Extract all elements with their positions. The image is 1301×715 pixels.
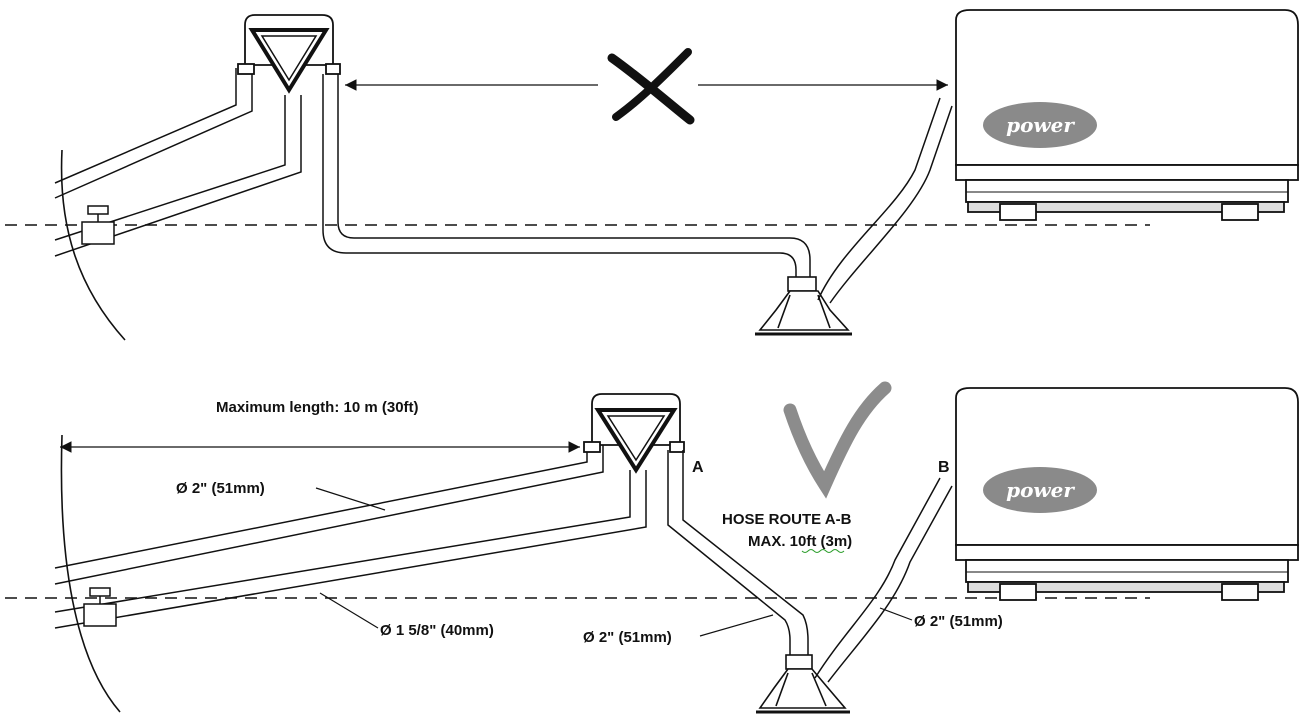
separator-bottom (583, 393, 685, 474)
svg-text:power: power (1006, 113, 1075, 137)
dim-hose-b-leader (879, 607, 913, 621)
point-a-label: A (692, 459, 704, 476)
hose-route-b (814, 477, 953, 683)
waterlock-bottom (756, 654, 850, 714)
svg-text:power: power (1006, 478, 1075, 502)
waterlock-top (755, 276, 852, 336)
dim-hose-a-label: Ø 2" (51mm) (583, 629, 672, 646)
exhaust-hose-bottom (54, 442, 647, 629)
dim-lower-leader (319, 592, 379, 629)
seacock-valve-bottom (83, 587, 117, 627)
dim-upper-hose-label: Ø 2" (51mm) (176, 480, 265, 497)
top-diagram: power (5, 9, 1299, 341)
not-allowed-mark (607, 48, 695, 125)
spell-underline (801, 549, 845, 553)
hose-route-label: HOSE ROUTE A-B (722, 511, 852, 528)
hull-bottom (60, 434, 121, 713)
dim-upper-leader (315, 487, 386, 511)
separator-top (237, 14, 341, 94)
bottom-diagram: Maximum length: 10 m (30ft) (5, 381, 1299, 714)
seacock-valve-top (81, 205, 115, 245)
exhaust-hose-top (54, 68, 302, 257)
max-length-label: Maximum length: 10 m (30ft) (216, 399, 419, 416)
hull-top (60, 149, 126, 341)
dim-hose-a-leader (699, 614, 774, 637)
generator-logo-top: power (983, 102, 1097, 148)
hose-route-a (667, 450, 809, 655)
hose-route-max-label: MAX. 10ft (3m) (748, 533, 852, 550)
point-b-label: B (938, 459, 950, 476)
connection-hose-top (322, 74, 811, 280)
dim-lower-hose-label: Ø 1 5/8" (40mm) (380, 622, 494, 639)
generator-hose-top (817, 97, 953, 304)
dim-hose-b-label: Ø 2" (51mm) (914, 613, 1003, 630)
generator-logo-bottom: power (983, 467, 1097, 513)
allowed-check-mark (783, 381, 892, 499)
